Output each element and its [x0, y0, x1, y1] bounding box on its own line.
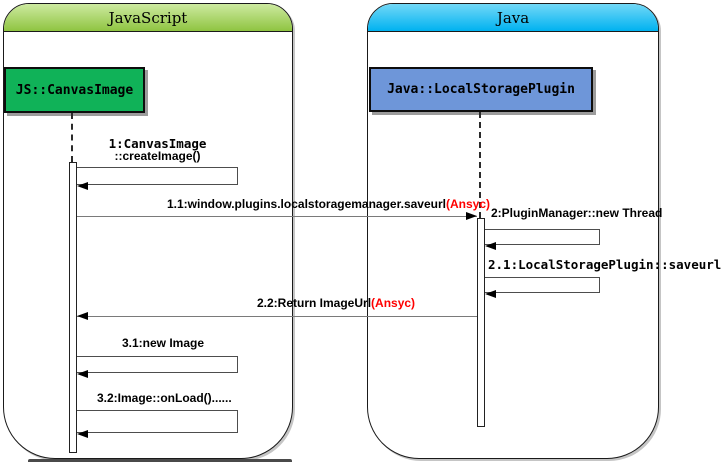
- frame-javascript-header: JavaScript: [4, 4, 292, 32]
- frame-java-title: Java: [496, 8, 530, 27]
- arrowhead-left-icon: [485, 241, 496, 250]
- partial-frame-bottom-strip: [28, 459, 292, 462]
- arrowhead-left-icon: [77, 181, 88, 190]
- activation-bar-java: [477, 218, 485, 427]
- message-1-label-line2: ::createImage(): [114, 149, 201, 163]
- message-3-2-self-arrow: [77, 410, 238, 438]
- frame-java: Java: [367, 3, 659, 459]
- frame-java-header: Java: [368, 4, 658, 32]
- message-2-2-text: 2.2:Return ImageUrl: [257, 296, 372, 310]
- message-2-label: 2:PluginManager::new Thread: [491, 206, 663, 220]
- arrowhead-left-icon: [77, 369, 88, 378]
- object-js-canvasimage-label: JS::CanvasImage: [15, 82, 134, 98]
- message-2-1-label: 2.1:LocalStoragePlugin::saveurl: [488, 257, 722, 272]
- arrowhead-right-icon: [466, 212, 477, 220]
- lifeline-java-dashed: [479, 112, 481, 218]
- message-3-1-label: 3.1:new Image: [122, 336, 205, 350]
- arrowhead-left-icon: [485, 289, 496, 298]
- message-1-1-line: [77, 216, 477, 217]
- message-1-1-label: 1.1:window.plugins.localstoragemanager.s…: [167, 197, 490, 211]
- lifeline-js-dashed: [71, 113, 73, 162]
- message-3-1-self-arrow: [77, 356, 238, 378]
- activation-bar-js: [69, 162, 77, 453]
- frame-javascript-title: JavaScript: [108, 8, 188, 27]
- message-2-self-arrow: [485, 229, 600, 250]
- object-java-localstorageplugin: Java::LocalStoragePlugin: [369, 67, 593, 112]
- message-2-2-label: 2.2:Return ImageUrl(Ansyc): [257, 296, 415, 310]
- message-2-1-self-arrow: [485, 277, 600, 298]
- message-1-1-ansyc-suffix: (Ansyc): [445, 197, 490, 211]
- arrowhead-left-icon: [77, 312, 88, 320]
- message-1-self-arrow: [77, 167, 238, 190]
- message-3-2-label: 3.2:Image::onLoad()......: [97, 391, 232, 405]
- object-js-canvasimage: JS::CanvasImage: [4, 67, 145, 113]
- object-java-localstorageplugin-label: Java::LocalStoragePlugin: [387, 82, 575, 97]
- message-2-2-ansyc-suffix: (Ansyc): [371, 296, 416, 310]
- message-1-1-text: 1.1:window.plugins.localstoragemanager.s…: [167, 197, 446, 211]
- arrowhead-left-icon: [77, 429, 88, 438]
- message-1-label-line1: 1:CanvasImage: [108, 136, 207, 151]
- message-2-2-line: [77, 316, 477, 317]
